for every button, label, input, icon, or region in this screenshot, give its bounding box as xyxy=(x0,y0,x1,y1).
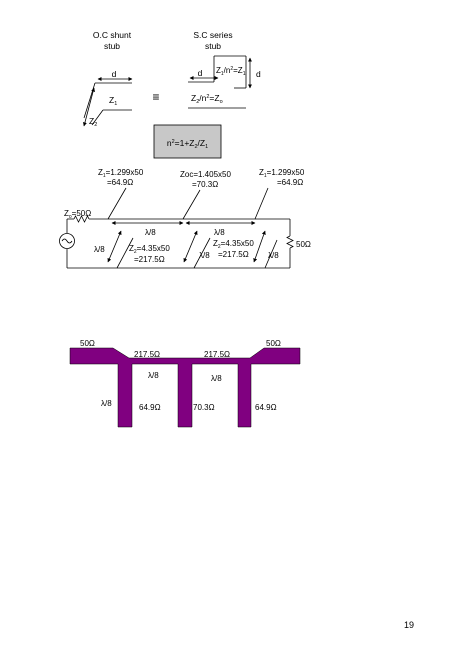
layout-lambda-b: λ/8 xyxy=(211,374,222,383)
sc-series-title-2: stub xyxy=(205,41,221,51)
oc-d-label: d xyxy=(112,69,117,79)
layout-series-a: 217.5Ω xyxy=(134,350,160,359)
sc-d-label: d xyxy=(198,68,203,78)
layout-stub-b: 70.3Ω xyxy=(193,403,215,412)
layout-right-50: 50Ω xyxy=(266,339,281,348)
lambda-label-4: λ/8 xyxy=(199,251,210,260)
sc-d-label-vertical: d xyxy=(256,69,261,79)
lambda-label-3: λ/8 xyxy=(94,245,105,254)
oc-z1-label: Z1 xyxy=(109,95,117,107)
oc-z2-label: Z2 xyxy=(89,116,97,128)
equivalence-diagram: O.C shunt stub S.C series stub d Z1 Z2 ≡ xyxy=(82,30,261,159)
lambda-label-2: λ/8 xyxy=(214,228,225,237)
stub3-label-line1: Z1=1.299x50 xyxy=(259,168,305,179)
formula-box xyxy=(153,124,222,159)
lambda-label-5: λ/8 xyxy=(268,251,279,260)
lambda-label-1: λ/8 xyxy=(145,228,156,237)
series1-label-line2: =217.5Ω xyxy=(134,255,165,264)
microstrip-shape xyxy=(69,347,301,428)
stub3-label-line2: =64.9Ω xyxy=(277,178,303,187)
oc-shunt-title: O.C shunt xyxy=(93,30,132,40)
oc-shunt-title-2: stub xyxy=(104,41,120,51)
sc-top-impedance: Z1/n2=Z1 xyxy=(216,66,246,77)
page-number: 19 xyxy=(404,620,415,630)
circuit-wires xyxy=(59,187,294,269)
equivalent-symbol: ≡ xyxy=(152,90,159,104)
sc-series-stub-drawing xyxy=(188,55,252,109)
circuit-diagram: Z1=1.299x50 =64.9Ω Zoc=1.405x50 =70.3Ω Z… xyxy=(59,168,311,269)
sc-series-title: S.C series xyxy=(193,30,232,40)
stub2-label-line2: =70.3Ω xyxy=(192,180,218,189)
series2-label-line1: Z2=4.35x50 xyxy=(213,239,254,250)
layout-stub-c: 64.9Ω xyxy=(255,403,277,412)
stub2-label-line1: Zoc=1.405x50 xyxy=(180,170,231,179)
series1-label-line1: Z2=4.35x50 xyxy=(129,244,170,255)
oc-shunt-stub-drawing xyxy=(82,77,133,127)
layout-lambda-a: λ/8 xyxy=(148,371,159,380)
sc-bottom-impedance: Z2/n2=Zo xyxy=(191,93,223,105)
layout-series-b: 217.5Ω xyxy=(204,350,230,359)
stub1-label-line2: =64.9Ω xyxy=(107,178,133,187)
formula-text: n2=1+Z2/Z1 xyxy=(167,138,208,150)
layout-lambda-c: λ/8 xyxy=(101,399,112,408)
stub1-label-line1: Z1=1.299x50 xyxy=(98,168,144,179)
series2-label-line2: =217.5Ω xyxy=(218,250,249,259)
load-label: 50Ω xyxy=(296,240,311,249)
layout-left-50: 50Ω xyxy=(80,339,95,348)
layout-stub-a: 64.9Ω xyxy=(139,403,161,412)
source-impedance-label: Zo=50Ω xyxy=(64,209,91,220)
microstrip-layout: 50Ω 50Ω 217.5Ω 217.5Ω λ/8 λ/8 λ/8 64.9Ω … xyxy=(69,339,301,428)
